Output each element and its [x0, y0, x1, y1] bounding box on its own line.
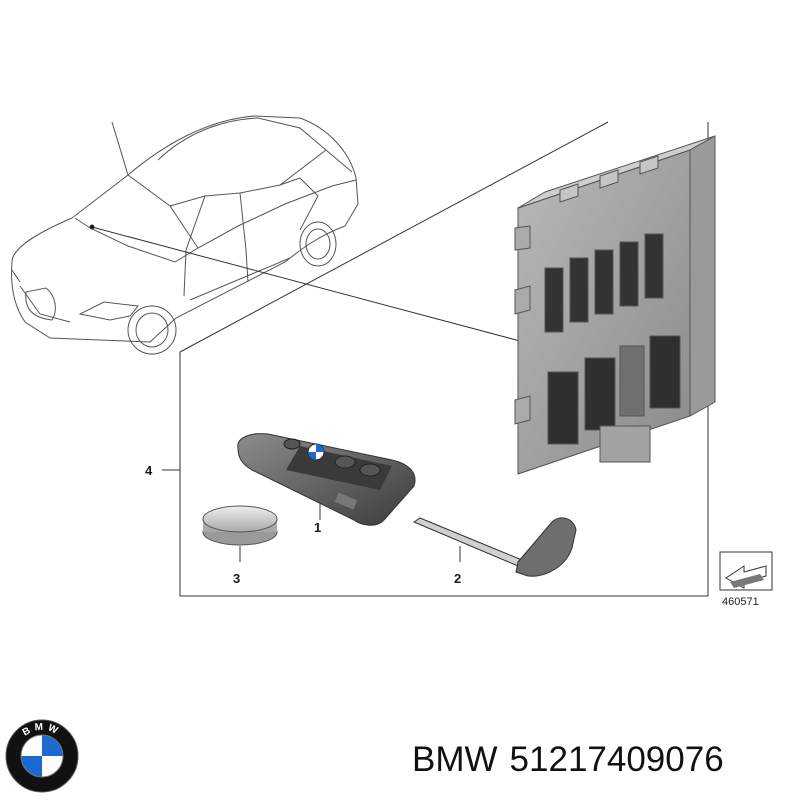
callout-3: 3: [233, 571, 240, 586]
caption-brand: BMW: [412, 740, 498, 779]
callout-2: 2: [454, 571, 461, 586]
bmw-logo: BMW: [5, 719, 79, 793]
key-fob: [237, 433, 416, 526]
emergency-key: [412, 517, 577, 577]
parts-frame: [179, 352, 708, 597]
callout-4: 4: [145, 463, 153, 478]
coin-battery: [202, 505, 278, 546]
body-control-module: [514, 135, 716, 475]
part-caption: BMW 51217409076: [412, 740, 792, 790]
caption-part-number: 51217409076: [509, 740, 724, 779]
callout-leaders: [162, 469, 461, 562]
reference-number: 460571: [722, 596, 759, 608]
car-outline: [11, 115, 359, 355]
reference-badge: [719, 551, 773, 591]
callout-1: 1: [314, 520, 321, 535]
